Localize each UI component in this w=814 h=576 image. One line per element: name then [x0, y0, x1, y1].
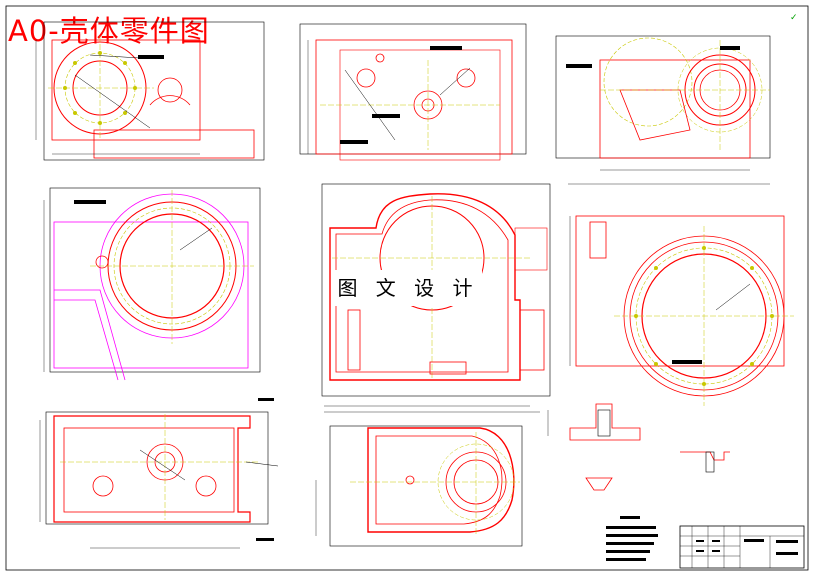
- detail-view-a: [547, 403, 641, 491]
- technical-notes: [606, 516, 658, 561]
- bottom-middle-view: [315, 425, 523, 547]
- check-mark-icon: ✓: [790, 13, 798, 23]
- watermark-text: 图 文 设 计: [334, 270, 482, 306]
- middle-left-view: [43, 187, 261, 381]
- middle-right-view: [569, 215, 794, 406]
- main-section-view: [321, 183, 551, 413]
- top-left-view: [35, 21, 265, 161]
- bottom-left-view: [39, 398, 279, 549]
- title-block: [679, 525, 805, 569]
- top-middle-view: [299, 23, 527, 161]
- detail-view-b: [680, 451, 730, 473]
- top-right-view: [555, 35, 771, 185]
